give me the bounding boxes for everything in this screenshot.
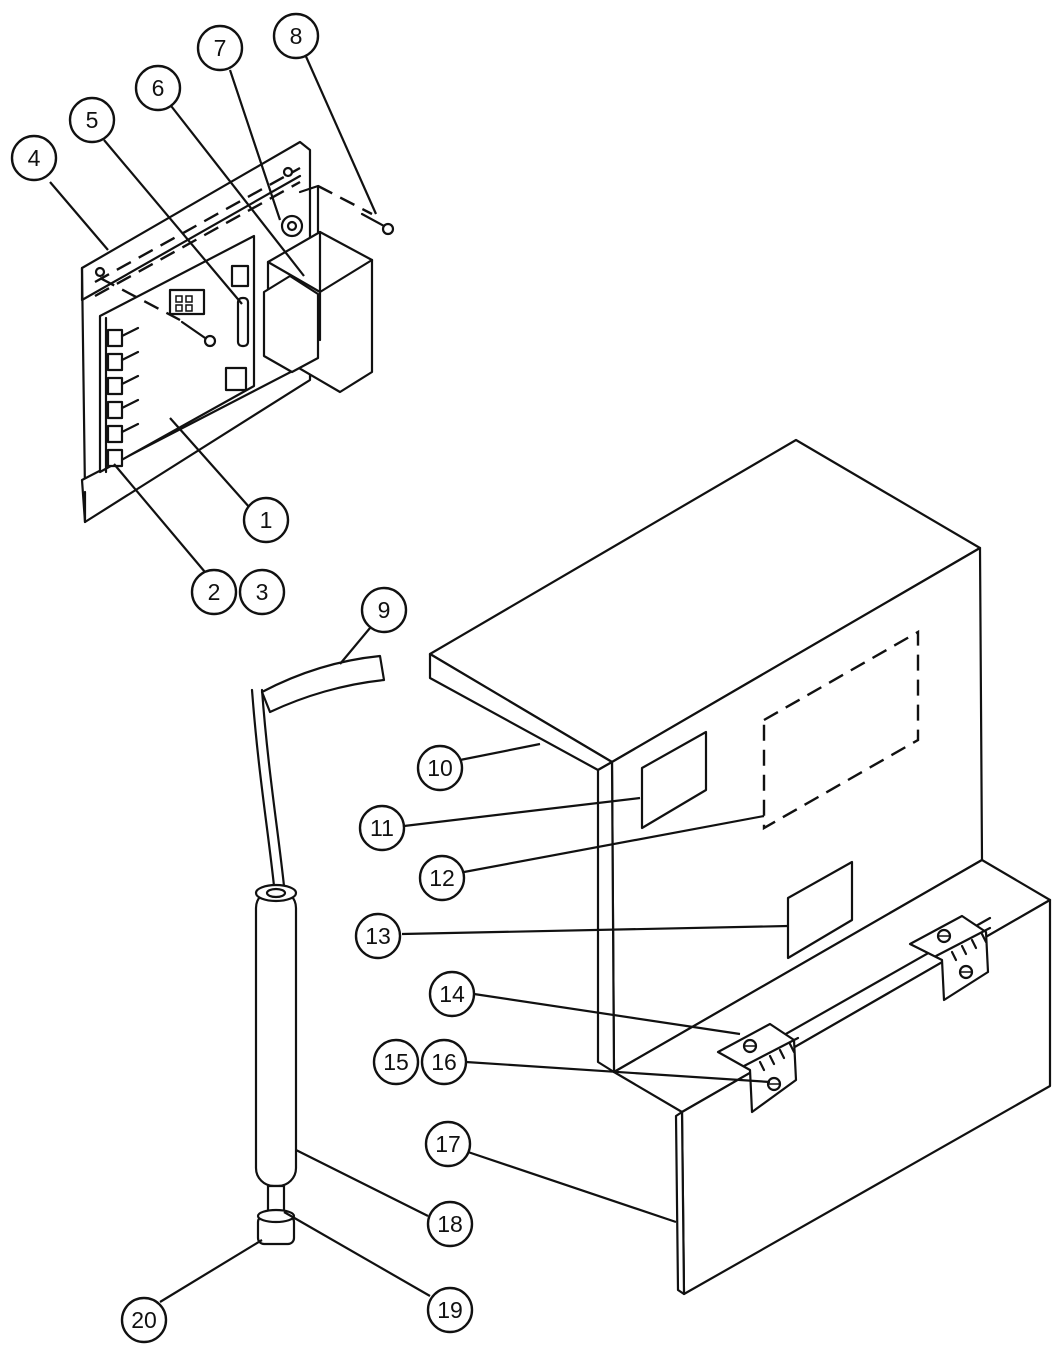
- callout-8-label: 8: [290, 23, 303, 49]
- callout-17-label: 17: [435, 1131, 461, 1157]
- callout-13: 13: [354, 912, 402, 960]
- cabinet: [428, 438, 1052, 1296]
- callout-7: 7: [196, 24, 244, 72]
- callout-19-label: 19: [437, 1297, 463, 1323]
- callout-6: 6: [134, 64, 182, 112]
- callout-18: 18: [426, 1200, 474, 1248]
- callout-15: 15: [372, 1038, 420, 1086]
- callout-1: 1: [242, 496, 290, 544]
- callout-14: 14: [428, 970, 476, 1018]
- callout-19: 19: [426, 1286, 474, 1334]
- callout-6-label: 6: [152, 75, 165, 101]
- callout-15-label: 15: [383, 1049, 409, 1075]
- callout-5-label: 5: [86, 107, 99, 133]
- callout-20: 20: [120, 1296, 168, 1344]
- callout-4: 4: [10, 134, 58, 182]
- callout-11-label: 11: [370, 815, 394, 841]
- sensor-probe: [250, 654, 386, 1246]
- callout-16-label: 16: [431, 1049, 457, 1075]
- callout-10-label: 10: [427, 755, 453, 781]
- callout-20-label: 20: [131, 1307, 157, 1333]
- control-board-assembly: [80, 140, 395, 524]
- callout-12-label: 12: [429, 865, 455, 891]
- callout-12: 12: [418, 854, 466, 902]
- callout-8: 8: [272, 12, 320, 60]
- callout-3: 3: [238, 568, 286, 616]
- leader-lines: [49, 51, 789, 1303]
- callout-10: 10: [416, 744, 464, 792]
- callout-18-label: 18: [437, 1211, 463, 1237]
- callout-1-label: 1: [260, 507, 273, 533]
- callout-17: 17: [424, 1120, 472, 1168]
- callout-9-label: 9: [378, 597, 391, 623]
- callout-2: 2: [190, 568, 238, 616]
- hinge: [908, 914, 992, 1002]
- callout-4-label: 4: [28, 145, 41, 171]
- callout-2-label: 2: [208, 579, 221, 605]
- callout-3-label: 3: [256, 579, 269, 605]
- callout-7-label: 7: [214, 35, 227, 61]
- callout-14-label: 14: [439, 981, 465, 1007]
- callout-13-label: 13: [365, 923, 391, 949]
- callout-16: 16: [420, 1038, 468, 1086]
- hinge: [716, 1022, 800, 1114]
- callout-5: 5: [68, 96, 116, 144]
- callout-9: 9: [360, 586, 408, 634]
- callout-11: 11: [358, 804, 406, 852]
